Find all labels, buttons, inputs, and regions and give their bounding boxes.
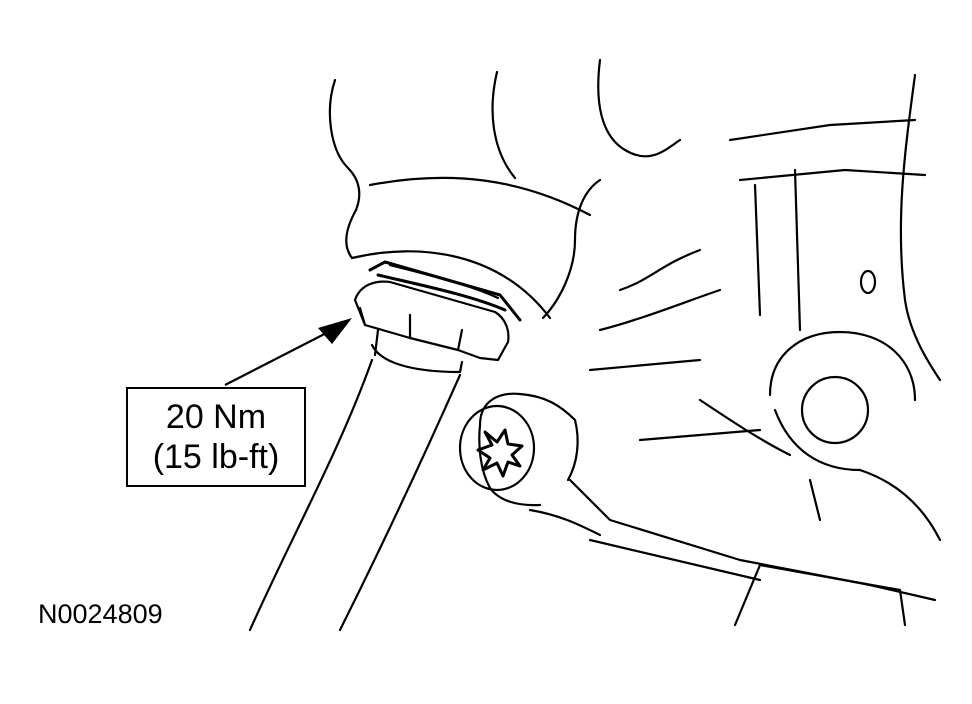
torque-callout: 20 Nm (15 lb-ft) <box>126 387 306 487</box>
callout-arrow <box>224 318 352 386</box>
hex-fitting <box>353 260 522 362</box>
fluid-line <box>248 328 464 632</box>
torque-metric-label: 20 Nm <box>165 398 267 436</box>
torx-bolt <box>458 392 602 537</box>
mounting-boss <box>638 330 942 542</box>
torque-imperial-label: (15 lb-ft) <box>152 438 280 476</box>
lower-casting <box>568 478 937 627</box>
upper-housing <box>328 58 682 320</box>
figure-id: N0024809 <box>38 599 163 629</box>
right-casting <box>588 73 942 382</box>
